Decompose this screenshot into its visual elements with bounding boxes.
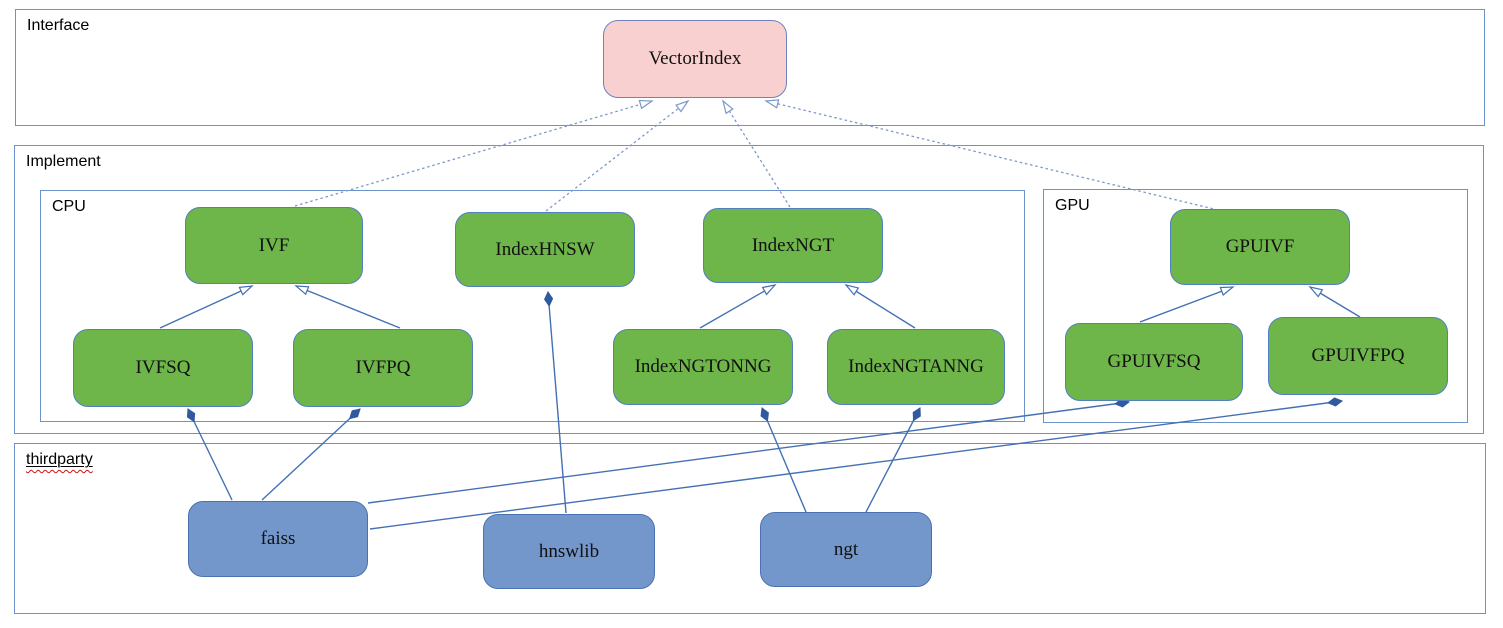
container-implement-label: Implement bbox=[26, 153, 101, 170]
node-ivf-label: IVF bbox=[258, 234, 290, 256]
container-thirdparty-label: thirdparty bbox=[26, 451, 93, 469]
node-gpuivfsq: GPUIVFSQ bbox=[1065, 323, 1243, 401]
node-ivfpq: IVFPQ bbox=[293, 329, 473, 407]
edge-composition-hnswlib-indexhnsw bbox=[544, 290, 567, 514]
node-ngt: ngt bbox=[760, 512, 932, 587]
edge-generalization-gpuivfsq-gpuivf bbox=[1139, 286, 1235, 323]
edge-realization-indexngt-vectorindex bbox=[721, 99, 791, 208]
edge-generalization-indexngtonng-indexngt bbox=[699, 284, 777, 329]
edge-realization-gpuivf-vectorindex bbox=[764, 99, 1219, 211]
edge-generalization-gpuivfpq-gpuivf bbox=[1308, 286, 1361, 318]
node-vectorindex: VectorIndex bbox=[603, 20, 787, 98]
node-gpuivfpq-label: GPUIVFPQ bbox=[1311, 345, 1405, 366]
container-gpu: GPU bbox=[1043, 189, 1468, 423]
node-indexngtonng: IndexNGTONNG bbox=[613, 329, 793, 405]
edge-generalization-indexngtanng-indexngt bbox=[844, 283, 916, 329]
node-gpuivf-label: GPUIVF bbox=[1225, 236, 1295, 257]
node-faiss-label: faiss bbox=[260, 528, 296, 549]
node-gpuivf: GPUIVF bbox=[1170, 209, 1350, 285]
node-hnswlib-label: hnswlib bbox=[538, 540, 600, 562]
edge-composition-faiss-ivfsq bbox=[186, 408, 233, 501]
node-vectorindex-label: VectorIndex bbox=[648, 48, 742, 69]
node-indexhnsw-label: IndexHNSW bbox=[495, 238, 595, 260]
container-implement: Implement bbox=[14, 145, 1484, 434]
node-hnswlib: hnswlib bbox=[483, 514, 655, 589]
edge-composition-faiss-ivfpq bbox=[261, 408, 361, 501]
node-ivf: IVF bbox=[185, 207, 363, 284]
edge-generalization-ivfsq-ivf bbox=[159, 285, 254, 329]
node-ngt-label: ngt bbox=[833, 538, 859, 560]
node-indexngtanng-label: IndexNGTANNG bbox=[848, 356, 984, 377]
node-ivfsq: IVFSQ bbox=[73, 329, 253, 407]
container-gpu-label: GPU bbox=[1055, 197, 1090, 214]
node-indexngt-label: IndexNGT bbox=[751, 234, 835, 256]
container-thirdparty-label-text: thirdparty bbox=[26, 451, 93, 468]
node-indexngtonng-label: IndexNGTONNG bbox=[634, 356, 772, 377]
edge-realization-indexhnsw-vectorindex bbox=[545, 99, 690, 212]
node-gpuivfsq-label: GPUIVFSQ bbox=[1107, 351, 1201, 372]
node-ivfpq-label: IVFPQ bbox=[355, 357, 411, 378]
container-thirdparty: thirdparty bbox=[14, 443, 1486, 614]
edge-composition-faiss-gpuivfpq bbox=[369, 397, 1343, 530]
node-indexngtanng: IndexNGTANNG bbox=[827, 329, 1005, 405]
container-cpu: CPU bbox=[40, 190, 1025, 422]
node-gpuivfpq: GPUIVFPQ bbox=[1268, 317, 1448, 395]
edge-composition-ngt-indexngtonng bbox=[760, 407, 807, 513]
node-faiss: faiss bbox=[188, 501, 368, 577]
edge-generalization-ivfpq-ivf bbox=[294, 285, 401, 329]
container-interface-label: Interface bbox=[27, 17, 90, 34]
node-indexngt: IndexNGT bbox=[703, 208, 883, 283]
edge-realization-ivf-vectorindex bbox=[294, 99, 654, 207]
container-interface: Interface bbox=[15, 9, 1485, 126]
container-cpu-label: CPU bbox=[52, 198, 86, 215]
node-ivfsq-label: IVFSQ bbox=[135, 357, 191, 378]
node-indexhnsw: IndexHNSW bbox=[455, 212, 635, 287]
edge-composition-faiss-gpuivfsq bbox=[367, 398, 1130, 504]
